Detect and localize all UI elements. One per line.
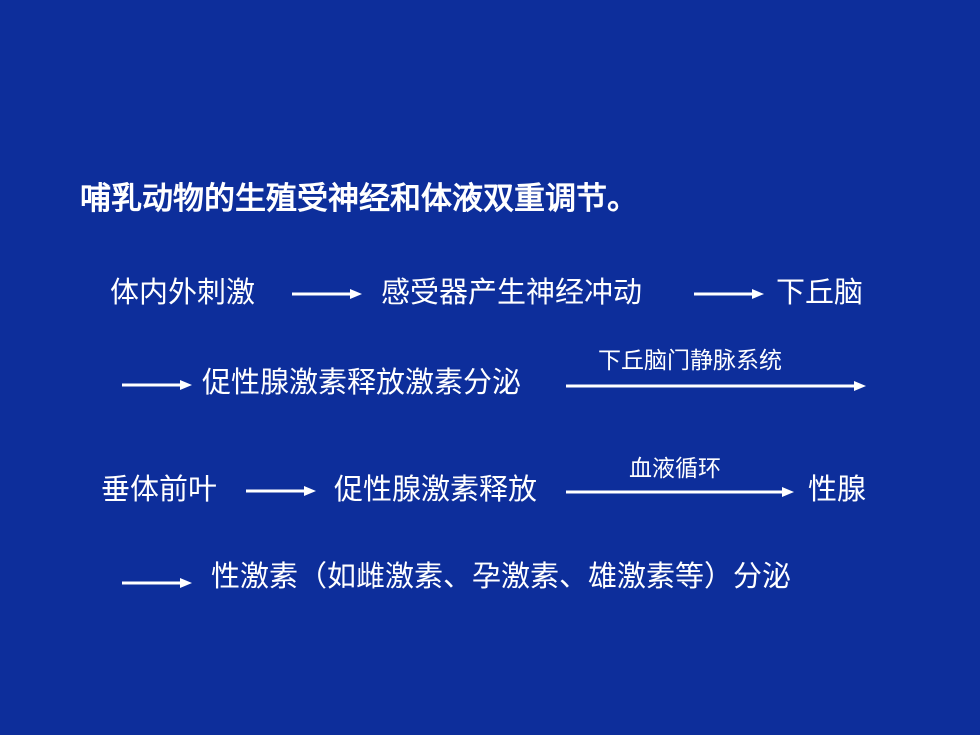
- flow-step-gonadotropin-release: 促性腺激素释放: [334, 472, 538, 506]
- right-arrow-icon: [566, 381, 866, 391]
- flow-step-anterior-pituitary: 垂体前叶: [101, 472, 218, 506]
- flow-step-external-stimulus: 体内外刺激: [110, 275, 256, 309]
- arrow-label-portal-system: 下丘脑门静脉系统: [598, 348, 782, 374]
- right-arrow-icon: [122, 578, 192, 588]
- flow-step-hypothalamus: 下丘脑: [776, 275, 864, 309]
- arrow-label-blood-circulation: 血液循环: [629, 456, 721, 482]
- right-arrow-icon: [566, 487, 794, 497]
- right-arrow-icon: [694, 289, 764, 299]
- right-arrow-icon: [246, 486, 316, 496]
- right-arrow-icon: [122, 380, 192, 390]
- right-arrow-icon: [292, 289, 362, 299]
- flow-step-gonad: 性腺: [808, 472, 867, 506]
- slide-title: 哺乳动物的生殖受神经和体液双重调节。: [80, 181, 638, 217]
- flow-step-receptor-impulse: 感受器产生神经冲动: [381, 275, 643, 309]
- flow-step-gnrh-secretion: 促性腺激素释放激素分泌: [202, 365, 522, 399]
- flow-step-sex-hormone-secretion: 性激素（如雌激素、孕激素、雄激素等）分泌: [211, 559, 792, 593]
